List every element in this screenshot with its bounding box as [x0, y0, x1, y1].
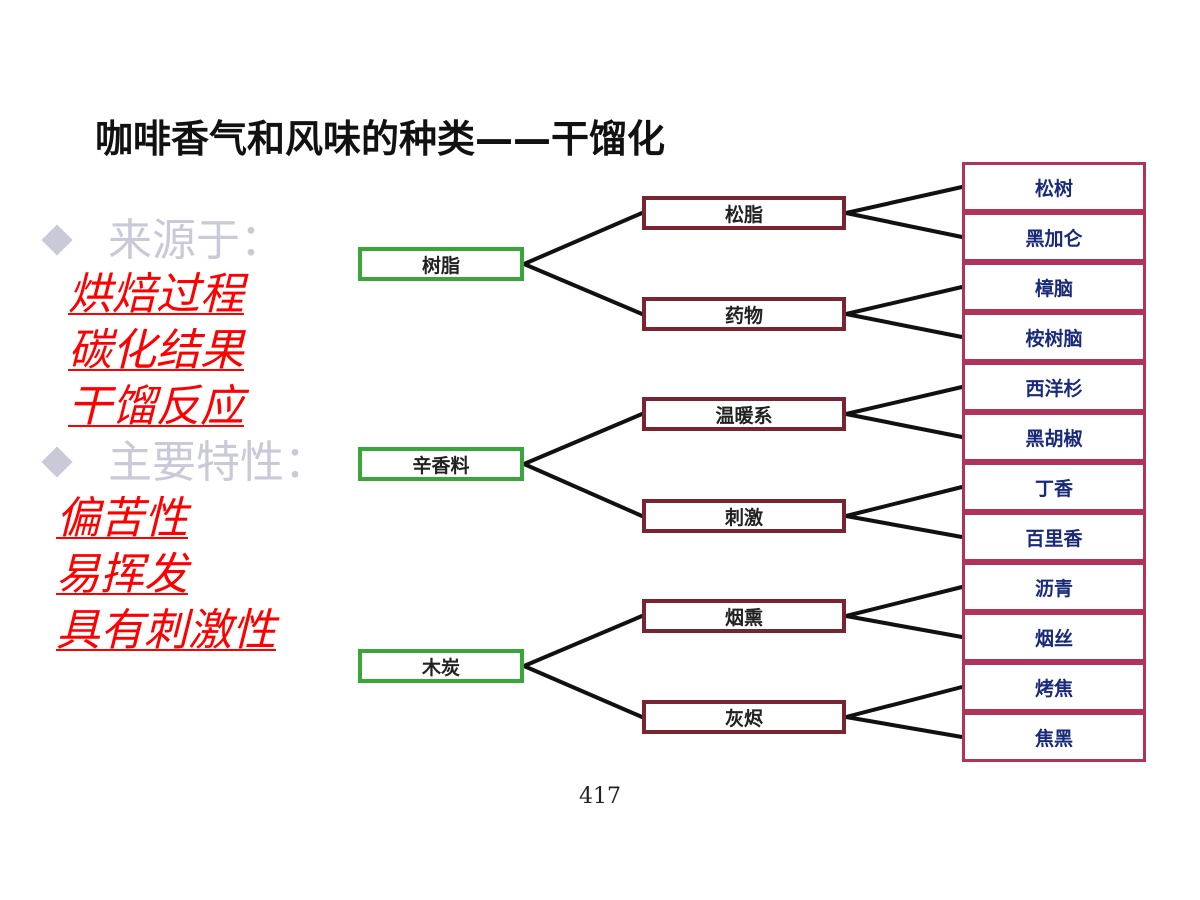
connector-line — [844, 514, 964, 539]
source-heading-row: 来源于： — [38, 204, 284, 268]
flavor-box: 黑胡椒 — [962, 412, 1146, 462]
flavor-box: 樟脑 — [962, 262, 1146, 312]
source-heading: 来源于： — [108, 215, 284, 266]
flavor-box: 桉树脑 — [962, 312, 1146, 362]
connector-line — [522, 211, 644, 266]
connector-line — [844, 614, 964, 639]
flavor-box: 松树 — [962, 162, 1146, 212]
flavor-box: 百里香 — [962, 512, 1146, 562]
traits-heading: 主要特性： — [108, 437, 328, 488]
traits-heading-row: 主要特性： — [38, 426, 328, 490]
connector-line — [522, 664, 644, 719]
subcategory-box: 刺激 — [642, 499, 846, 533]
connector-line — [844, 385, 964, 416]
category-box: 木炭 — [358, 649, 524, 683]
connector-line — [844, 412, 964, 439]
flavor-box: 丁香 — [962, 462, 1146, 512]
trait-item: 具有刺激性 — [56, 605, 276, 656]
connector-line — [844, 585, 964, 618]
page-title: 咖啡香气和风味的种类——干馏化 — [95, 117, 666, 161]
trait-item: 易挥发 — [56, 549, 188, 600]
connector-line — [844, 285, 964, 316]
trait-item: 偏苦性 — [56, 493, 188, 544]
connector-line — [522, 262, 644, 316]
connector-line — [844, 211, 964, 239]
flavor-box: 黑加仑 — [962, 212, 1146, 262]
connector-line — [522, 462, 644, 518]
connector-line — [522, 412, 644, 466]
source-item: 烘焙过程 — [68, 269, 244, 320]
category-box: 辛香料 — [358, 447, 524, 481]
category-box: 树脂 — [358, 247, 524, 281]
subcategory-box: 灰烬 — [642, 700, 846, 734]
flavor-box: 烟丝 — [962, 612, 1146, 662]
flavor-box: 焦黑 — [962, 712, 1146, 762]
connector-line — [844, 185, 964, 215]
subcategory-box: 烟熏 — [642, 599, 846, 633]
connector-line — [522, 614, 644, 668]
subcategory-box: 松脂 — [642, 196, 846, 230]
source-item: 碳化结果 — [68, 325, 244, 376]
flavor-box: 沥青 — [962, 562, 1146, 612]
connector-line — [844, 685, 964, 719]
subcategory-box: 温暖系 — [642, 397, 846, 431]
source-item: 干馏反应 — [68, 381, 244, 432]
connector-line — [844, 312, 964, 339]
connector-line — [844, 485, 964, 518]
connector-line — [844, 715, 964, 739]
flavor-box: 烤焦 — [962, 662, 1146, 712]
subcategory-box: 药物 — [642, 297, 846, 331]
page-number: 417 — [579, 784, 621, 809]
flavor-box: 西洋杉 — [962, 362, 1146, 412]
